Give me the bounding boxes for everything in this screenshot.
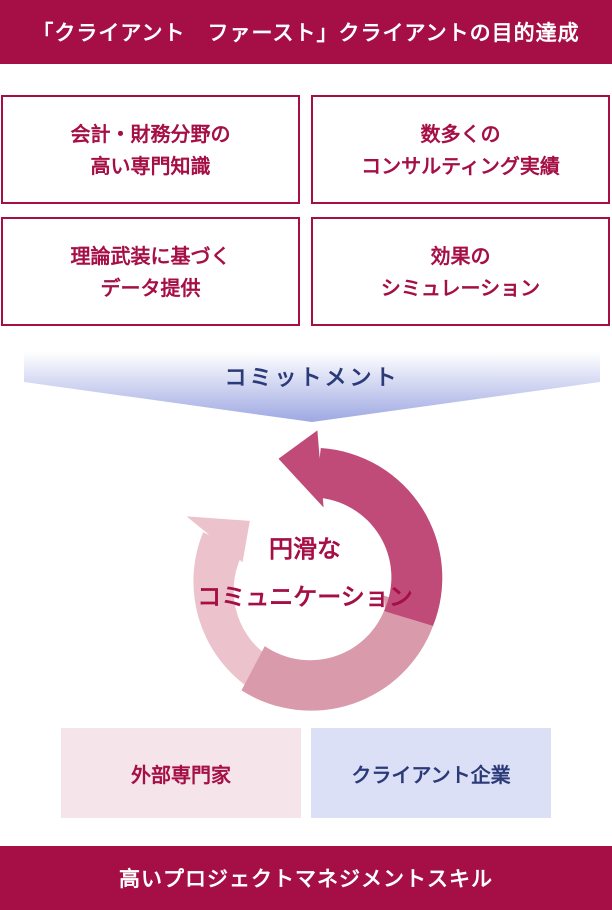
- feature-box-track-record: 数多くの コンサルティング実績: [311, 95, 610, 204]
- expert-box: 外部専門家: [61, 728, 301, 818]
- cycle-arrow-dark-head: [278, 430, 324, 508]
- cycle-label-line: コミュニケーション: [197, 582, 413, 611]
- top-banner: 「クライアント ファースト」クライアントの目的達成: [0, 0, 612, 64]
- cycle-label-line: 円滑な: [269, 534, 341, 563]
- top-banner-text: 「クライアント ファースト」クライアントの目的達成: [32, 20, 580, 45]
- cycle-label: 円滑な コミュニケーション: [150, 525, 460, 621]
- feature-line: データ提供: [100, 275, 201, 300]
- feature-line: コンサルティング実績: [361, 153, 560, 178]
- bottom-banner: 高いプロジェクトマネジメントスキル: [0, 846, 612, 910]
- cycle-arrow-dark: [315, 448, 443, 626]
- feature-line: シミュレーション: [380, 275, 541, 300]
- feature-box-simulation: 効果の シミュレーション: [311, 217, 610, 326]
- feature-line: 高い専門知識: [90, 153, 211, 178]
- feature-line: 数多くの: [420, 121, 501, 146]
- feature-box-data: 理論武装に基づく データ提供: [1, 217, 300, 326]
- feature-box-expertise: 会計・財務分野の 高い専門知識: [1, 95, 300, 204]
- commitment-label: コミットメント: [224, 365, 400, 391]
- feature-line: 効果の: [430, 243, 491, 268]
- feature-line: 会計・財務分野の: [70, 121, 231, 146]
- cycle-arrow-light: [193, 532, 268, 690]
- feature-line: 理論武装に基づく: [70, 243, 231, 268]
- cycle-arrow-mid: [241, 611, 433, 711]
- client-label: クライアント企業: [351, 762, 511, 787]
- cycle-arrows-icon: [186, 430, 443, 711]
- cycle-arrow-light-head: [186, 516, 250, 563]
- expert-label: 外部専門家: [131, 762, 231, 787]
- client-box: クライアント企業: [311, 728, 551, 818]
- commitment-arrow: [24, 352, 600, 422]
- bottom-banner-text: 高いプロジェクトマネジメントスキル: [119, 866, 493, 891]
